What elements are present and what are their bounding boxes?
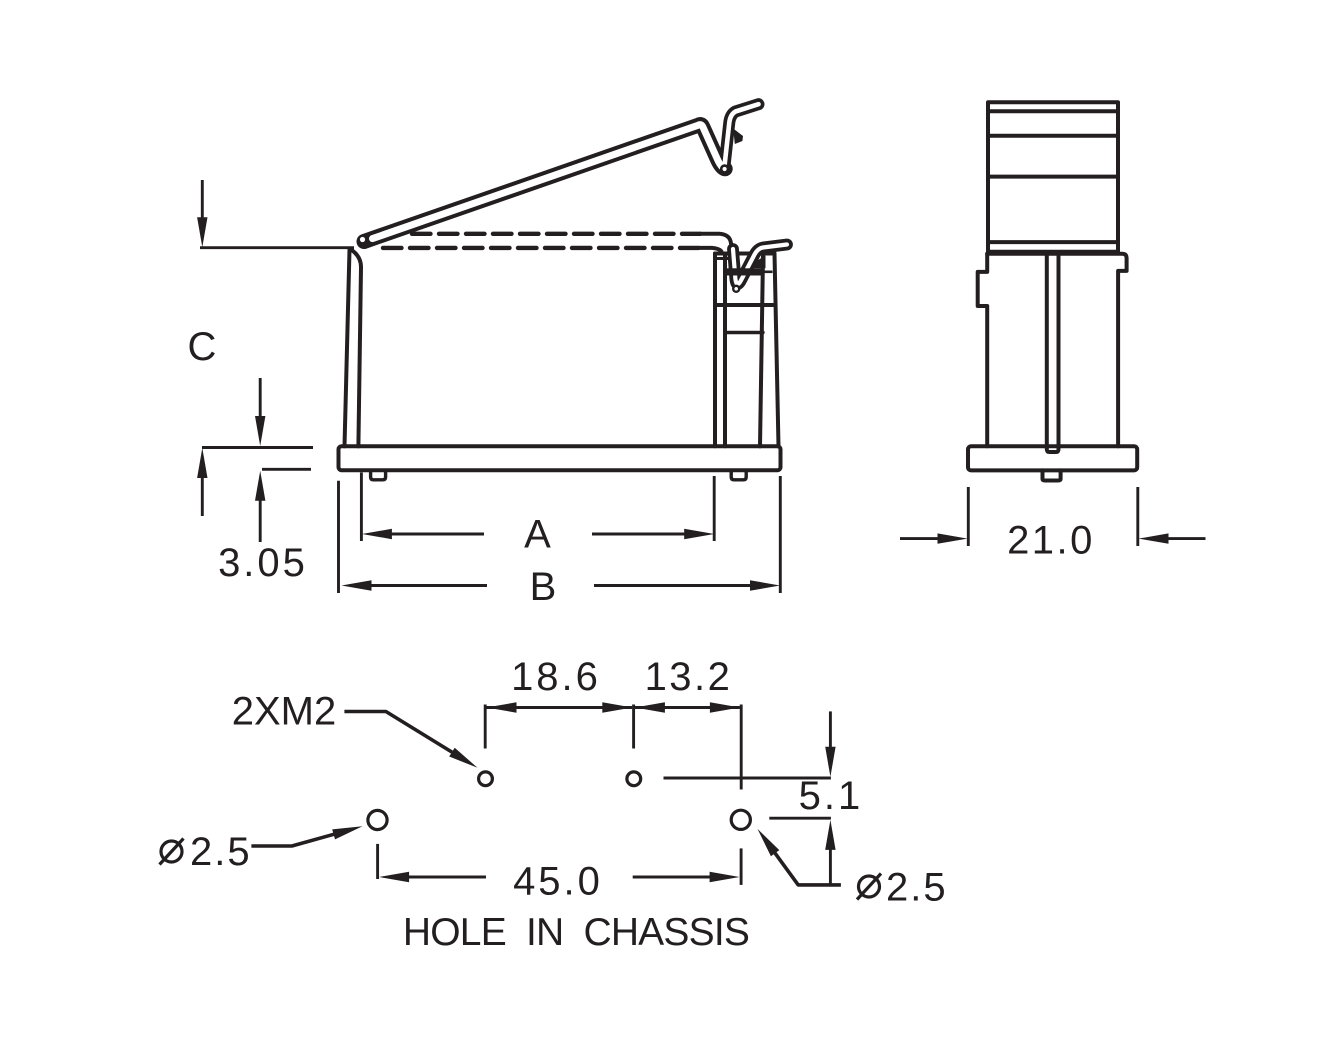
svg-text:3.05: 3.05 (218, 541, 308, 585)
svg-text:5.1: 5.1 (799, 774, 864, 818)
svg-text:21.0: 21.0 (1007, 519, 1095, 563)
svg-text:13.2: 13.2 (645, 655, 733, 699)
svg-text:C: C (188, 325, 217, 369)
svg-text:HOLE IN CHASSIS: HOLE IN CHASSIS (403, 911, 749, 954)
svg-text:2.5: 2.5 (886, 866, 948, 910)
svg-text:45.0: 45.0 (513, 860, 603, 904)
svg-text:B: B (530, 565, 557, 609)
svg-text:A: A (524, 513, 551, 557)
svg-text:2XM2: 2XM2 (232, 690, 337, 734)
svg-text:18.6: 18.6 (511, 655, 601, 699)
svg-text:2.5: 2.5 (190, 830, 252, 874)
